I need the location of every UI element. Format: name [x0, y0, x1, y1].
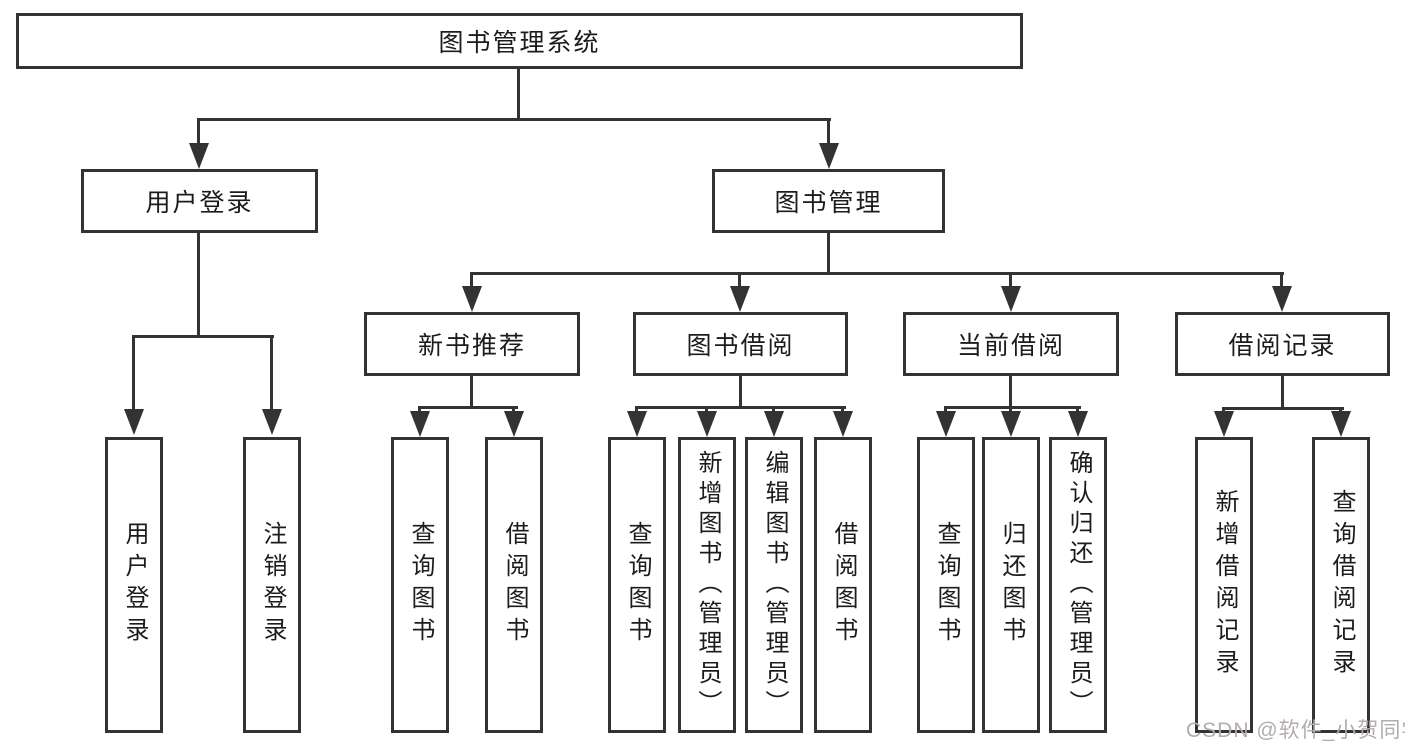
- arrow-down-icon: [410, 411, 430, 437]
- connector-vline: [1009, 275, 1012, 289]
- node-user-login: 用户登录: [81, 169, 318, 233]
- leaf-user-login-label: 用户登录: [121, 521, 148, 649]
- node-book-borrow: 图书借阅: [633, 312, 848, 376]
- connector-vline: [132, 338, 135, 411]
- connector-hline: [635, 406, 846, 409]
- leaf-borrow-book: 借阅图书: [814, 437, 872, 733]
- arrow-down-icon: [1001, 286, 1021, 312]
- node-current-borrow-label: 当前借阅: [956, 332, 1065, 360]
- connector-hline: [470, 272, 1284, 275]
- leaf-confirm-return-admin: 确认归还（管理员）: [1049, 437, 1107, 733]
- connector-hline: [197, 118, 831, 121]
- leaf-add-book-admin: 新增图书（管理员）: [678, 437, 736, 733]
- connector-hline: [944, 406, 1081, 409]
- arrow-down-icon: [1068, 411, 1088, 437]
- leaf-borrow-book-label: 借阅图书: [830, 521, 857, 649]
- leaf-query-book-borrow-label: 查询图书: [624, 521, 651, 649]
- leaf-borrow-book-recommend: 借阅图书: [485, 437, 543, 733]
- watermark: CSDN @软件_小贺同学: [1186, 719, 1405, 742]
- arrow-down-icon: [1331, 411, 1351, 437]
- connector-hline: [1222, 407, 1344, 410]
- connector-vline: [517, 69, 520, 118]
- leaf-query-book-recommend: 查询图书: [391, 437, 449, 733]
- connector-hline: [132, 335, 274, 338]
- connector-hline: [418, 406, 518, 409]
- connector-vline: [197, 233, 200, 335]
- leaf-user-login: 用户登录: [105, 437, 163, 733]
- node-root-label: 图书管理系统: [438, 29, 601, 57]
- connector-vline: [1281, 376, 1284, 407]
- node-user-login-label: 用户登录: [145, 189, 254, 217]
- connector-vline: [827, 121, 830, 147]
- arrow-down-icon: [462, 286, 482, 312]
- arrow-down-icon: [833, 411, 853, 437]
- leaf-edit-book-admin-label: 编辑图书（管理员）: [761, 450, 788, 720]
- node-current-borrow: 当前借阅: [903, 312, 1119, 376]
- leaf-query-book-recommend-label: 查询图书: [407, 521, 434, 649]
- leaf-add-book-admin-label: 新增图书（管理员）: [694, 450, 721, 720]
- node-book-borrow-label: 图书借阅: [686, 332, 795, 360]
- arrow-down-icon: [1214, 411, 1234, 437]
- connector-vline: [827, 233, 830, 272]
- leaf-logout-login-label: 注销登录: [259, 521, 286, 649]
- leaf-query-book-borrow: 查询图书: [608, 437, 666, 733]
- arrow-down-icon: [627, 411, 647, 437]
- leaf-logout-login: 注销登录: [243, 437, 301, 733]
- arrow-down-icon: [504, 411, 524, 437]
- node-new-book-recommend: 新书推荐: [364, 312, 580, 376]
- leaf-borrow-book-recommend-label: 借阅图书: [501, 521, 528, 649]
- leaf-return-book: 归还图书: [982, 437, 1040, 733]
- leaf-edit-book-admin: 编辑图书（管理员）: [745, 437, 803, 733]
- leaf-query-book-current-label: 查询图书: [933, 521, 960, 649]
- connector-vline: [738, 275, 741, 289]
- leaf-return-book-label: 归还图书: [998, 521, 1025, 649]
- leaf-add-borrow-record: 新增借阅记录: [1195, 437, 1253, 733]
- arrow-down-icon: [1272, 286, 1292, 312]
- arrow-down-icon: [697, 411, 717, 437]
- node-book-management: 图书管理: [712, 169, 945, 233]
- leaf-add-borrow-record-label: 新增借阅记录: [1211, 489, 1238, 681]
- connector-vline: [470, 275, 473, 289]
- node-borrow-records-label: 借阅记录: [1228, 332, 1337, 360]
- arrow-down-icon: [262, 409, 282, 435]
- leaf-query-borrow-record: 查询借阅记录: [1312, 437, 1370, 733]
- arrow-down-icon: [189, 143, 209, 169]
- arrow-down-icon: [819, 143, 839, 169]
- arrow-down-icon: [764, 411, 784, 437]
- arrow-down-icon: [730, 286, 750, 312]
- connector-vline: [270, 338, 273, 411]
- leaf-query-book-current: 查询图书: [917, 437, 975, 733]
- connector-vline: [470, 376, 473, 406]
- connector-vline: [1280, 275, 1283, 289]
- node-book-management-label: 图书管理: [774, 189, 883, 217]
- connector-vline: [197, 121, 200, 147]
- leaf-confirm-return-admin-label: 确认归还（管理员）: [1065, 450, 1092, 720]
- leaf-query-borrow-record-label: 查询借阅记录: [1328, 489, 1355, 681]
- arrow-down-icon: [936, 411, 956, 437]
- node-root: 图书管理系统: [16, 13, 1023, 69]
- arrow-down-icon: [1001, 411, 1021, 437]
- connector-vline: [739, 376, 742, 406]
- node-new-book-recommend-label: 新书推荐: [417, 332, 526, 360]
- connector-vline: [1009, 376, 1012, 406]
- node-borrow-records: 借阅记录: [1175, 312, 1390, 376]
- arrow-down-icon: [124, 409, 144, 435]
